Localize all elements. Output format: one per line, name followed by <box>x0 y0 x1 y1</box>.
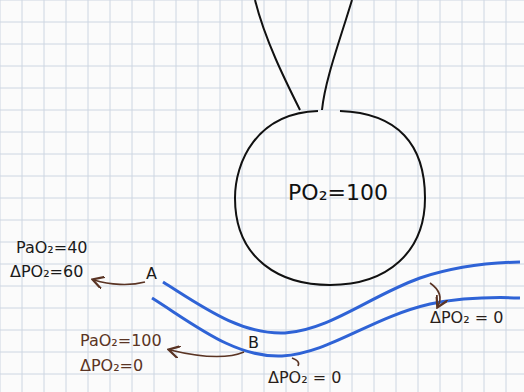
gradient-label: ΔPO₂=60 <box>10 262 83 281</box>
gradient-label: ΔPO₂=0 <box>80 356 143 375</box>
grid-line <box>0 220 524 221</box>
capillary-wall <box>152 298 520 357</box>
gradient-label: ΔPO₂ = 0 <box>268 368 341 387</box>
grid-line <box>44 0 45 392</box>
grid-line <box>0 198 524 199</box>
pointer-arrow <box>94 280 145 284</box>
grid-line <box>0 154 524 155</box>
pressure-label: PaO₂=100 <box>80 331 162 350</box>
grid-line <box>0 176 524 177</box>
alveolus-outline <box>235 111 425 285</box>
airway-wall <box>322 0 352 110</box>
pointer-tick <box>292 358 299 366</box>
point-letter: B <box>248 333 259 352</box>
grid-line <box>22 0 23 392</box>
grid-line <box>506 0 507 392</box>
grid-line <box>484 0 485 392</box>
grid-line <box>418 0 419 392</box>
grid-line <box>66 0 67 392</box>
pointer-arrow <box>170 350 244 356</box>
grid-line <box>440 0 441 392</box>
grid-line <box>0 352 524 353</box>
grid-line <box>0 110 524 111</box>
grid-line <box>0 66 524 67</box>
grid-line <box>0 88 524 89</box>
grid-line <box>0 286 524 287</box>
grid-line <box>220 0 221 392</box>
grid-line <box>198 0 199 392</box>
grid-line <box>0 0 1 392</box>
grid-line <box>462 0 463 392</box>
pressure-label: PO₂=100 <box>288 180 388 205</box>
grid-line <box>0 0 524 1</box>
grid-line <box>176 0 177 392</box>
grid-line <box>0 44 524 45</box>
grid-line <box>396 0 397 392</box>
pointer-arrow <box>430 283 440 306</box>
point-letter: A <box>146 264 157 283</box>
grid-line <box>242 0 243 392</box>
pressure-label: PaO₂=40 <box>16 238 88 257</box>
airway-wall <box>255 0 300 110</box>
gradient-label: ΔPO₂ = 0 <box>430 308 503 327</box>
grid-line <box>0 374 524 375</box>
alveolus: PO₂=100 <box>233 109 427 287</box>
